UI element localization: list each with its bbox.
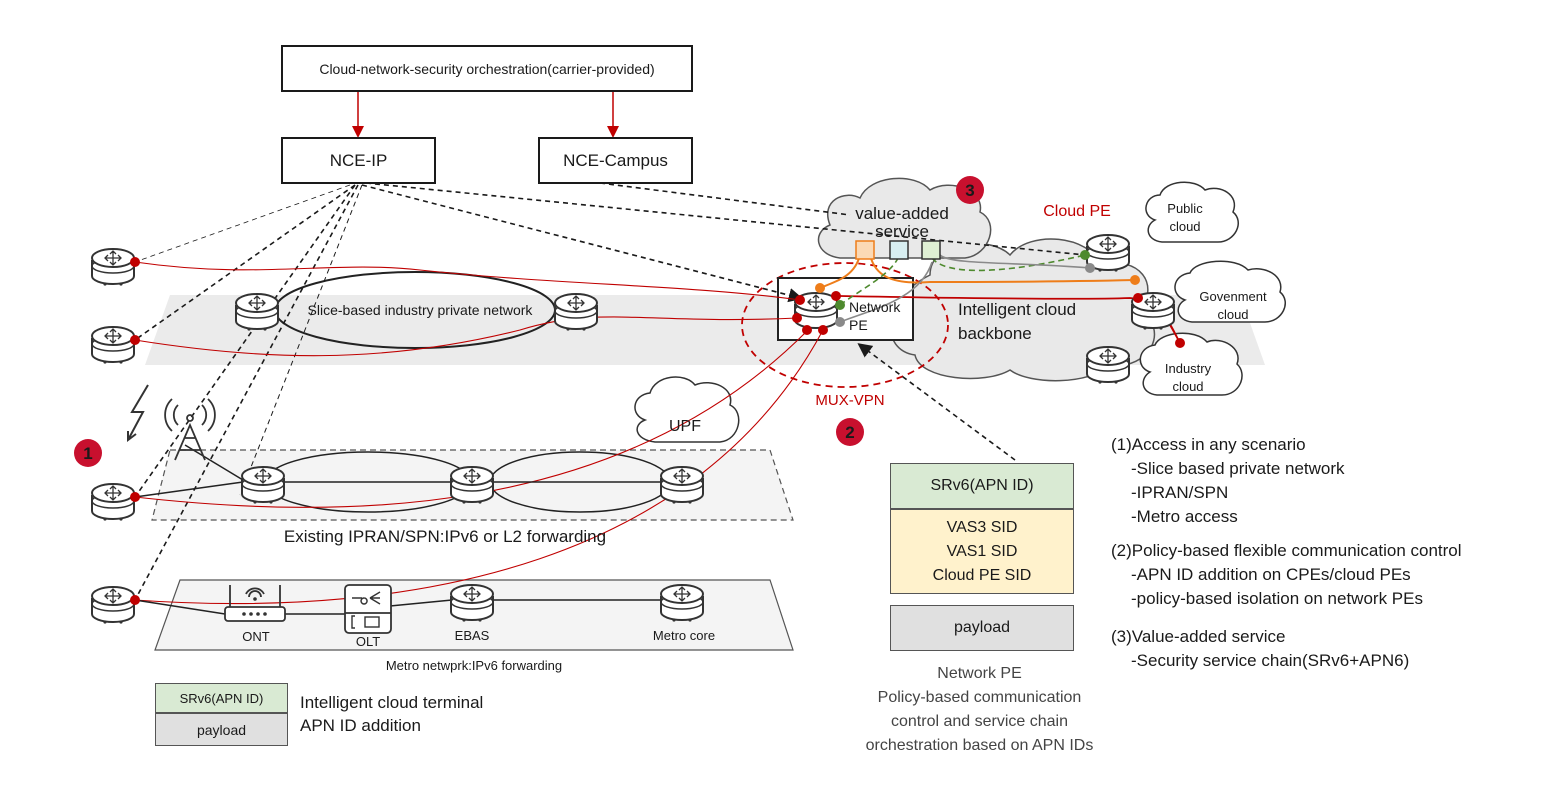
pe-caption-line: Policy-based communication <box>877 689 1082 706</box>
industry-cloud-label-line2: cloud <box>1172 379 1203 394</box>
router-icon <box>91 483 135 522</box>
slice-network-label: Slice-based industry private network <box>308 302 534 318</box>
nce-ip-box: NCE-IP <box>281 137 436 184</box>
government-cloud-label-line2: cloud <box>1217 307 1248 322</box>
ipran-label: Existing IPRAN/SPN:IPv6 or L2 forwarding <box>284 527 606 546</box>
feature-title: (1)Access in any scenario <box>1111 435 1306 454</box>
terminal-srv6-header: SRv6(APN ID) <box>155 683 288 713</box>
svg-text:1: 1 <box>83 444 92 463</box>
pe-payload: payload <box>890 605 1074 651</box>
industry-cloud-shape <box>1139 332 1243 396</box>
backbone-label-line2: backbone <box>958 324 1032 343</box>
feature-sub: -IPRAN/SPN <box>1131 483 1229 502</box>
nce-campus-box: NCE-Campus <box>538 137 693 184</box>
management-links <box>134 182 1086 601</box>
ebas-label: EBAS <box>455 628 490 643</box>
orchestration-box: Cloud-network-security orchestration(car… <box>281 45 693 92</box>
pe-caption: Network PE Policy-based communication co… <box>832 662 1127 758</box>
upf-label: UPF <box>669 418 701 435</box>
router-icon <box>450 584 494 623</box>
feature-title: (3)Value-added service <box>1111 627 1286 646</box>
router-icon <box>241 466 285 505</box>
base-station-icon <box>164 398 216 461</box>
vas-label-line1: value-added <box>855 204 949 223</box>
endpoint-dots <box>130 250 1185 605</box>
pe-sid-list: VAS3 SID VAS1 SID Cloud PE SID <box>890 509 1074 594</box>
backbone-label-line1: Intelligent cloud <box>958 300 1076 319</box>
router-icon <box>660 466 704 505</box>
terminal-caption-line1: Intelligent cloud terminal <box>300 693 484 712</box>
router-icon <box>660 584 704 623</box>
vas-box-green <box>921 240 941 260</box>
mux-vpn-label: MUX-VPN <box>815 392 884 409</box>
marker-two: 2 <box>836 418 864 446</box>
router-icon <box>91 586 135 625</box>
public-cloud-label-line2: cloud <box>1169 219 1200 234</box>
pe-caption-line: control and service chain <box>891 713 1068 730</box>
feature-sub: -APN ID addition on CPEs/cloud PEs <box>1131 565 1411 584</box>
metro-core-label: Metro core <box>653 628 715 643</box>
access-links <box>134 444 665 615</box>
vas-box-teal <box>889 240 909 260</box>
router-icon <box>1086 346 1130 385</box>
router-icon <box>450 466 494 505</box>
upf-cloud <box>634 376 740 443</box>
olt-icon <box>344 584 392 634</box>
marker-one: 1 <box>74 439 102 467</box>
sid-item: VAS1 SID <box>946 542 1018 560</box>
cloud-pe-label: Cloud PE <box>1043 203 1111 220</box>
sid-item: Cloud PE SID <box>932 566 1032 584</box>
feature-list: (1)Access in any scenario -Slice based p… <box>1111 433 1462 673</box>
government-cloud-shape <box>1174 260 1286 323</box>
backbone-cloud <box>889 238 1156 382</box>
pe-srv6-header: SRv6(APN ID) <box>890 463 1074 509</box>
feature-sub: -Slice based private network <box>1131 459 1345 478</box>
ont-icon <box>224 585 286 622</box>
wireless-lightning-icon <box>127 384 149 442</box>
router-icon <box>235 293 279 332</box>
sid-item: VAS3 SID <box>946 518 1018 536</box>
government-cloud-label-line1: Govenment <box>1199 289 1267 304</box>
mux-vpn-boundary <box>741 262 949 388</box>
feature-title: (2)Policy-based flexible communication c… <box>1111 541 1462 560</box>
marker-three: 3 <box>956 176 984 204</box>
public-cloud-label-line1: Public <box>1167 201 1203 216</box>
svg-text:3: 3 <box>965 181 974 200</box>
vas-label-line2: service <box>875 222 929 241</box>
gray-chain-path <box>839 254 1091 323</box>
public-cloud-shape <box>1145 181 1239 243</box>
metro-plane-label: Metro netwprk:IPv6 forwarding <box>386 658 562 673</box>
olt-label: OLT <box>356 634 380 649</box>
pe-caption-line: Network PE <box>937 665 1022 682</box>
pe-caption-line: orchestration based on APN IDs <box>865 737 1094 754</box>
ont-label: ONT <box>242 629 270 644</box>
industry-cloud-label-line1: Industry <box>1165 361 1212 376</box>
vas-box-orange <box>855 240 875 260</box>
router-icon <box>91 248 135 287</box>
network-pe-label-line2: PE <box>849 317 868 333</box>
network-pe-label-line1: Network <box>849 299 901 315</box>
terminal-caption-line2: APN ID addition <box>300 716 421 735</box>
feature-sub: -policy-based isolation on network PEs <box>1131 589 1423 608</box>
terminal-payload: payload <box>155 713 288 746</box>
feature-sub: -Security service chain(SRv6+APN6) <box>1131 651 1410 670</box>
green-chain-path <box>839 254 1086 306</box>
router-icon <box>91 326 135 365</box>
router-icon <box>554 293 598 332</box>
feature-sub: -Metro access <box>1131 507 1238 526</box>
svg-text:2: 2 <box>845 423 854 442</box>
